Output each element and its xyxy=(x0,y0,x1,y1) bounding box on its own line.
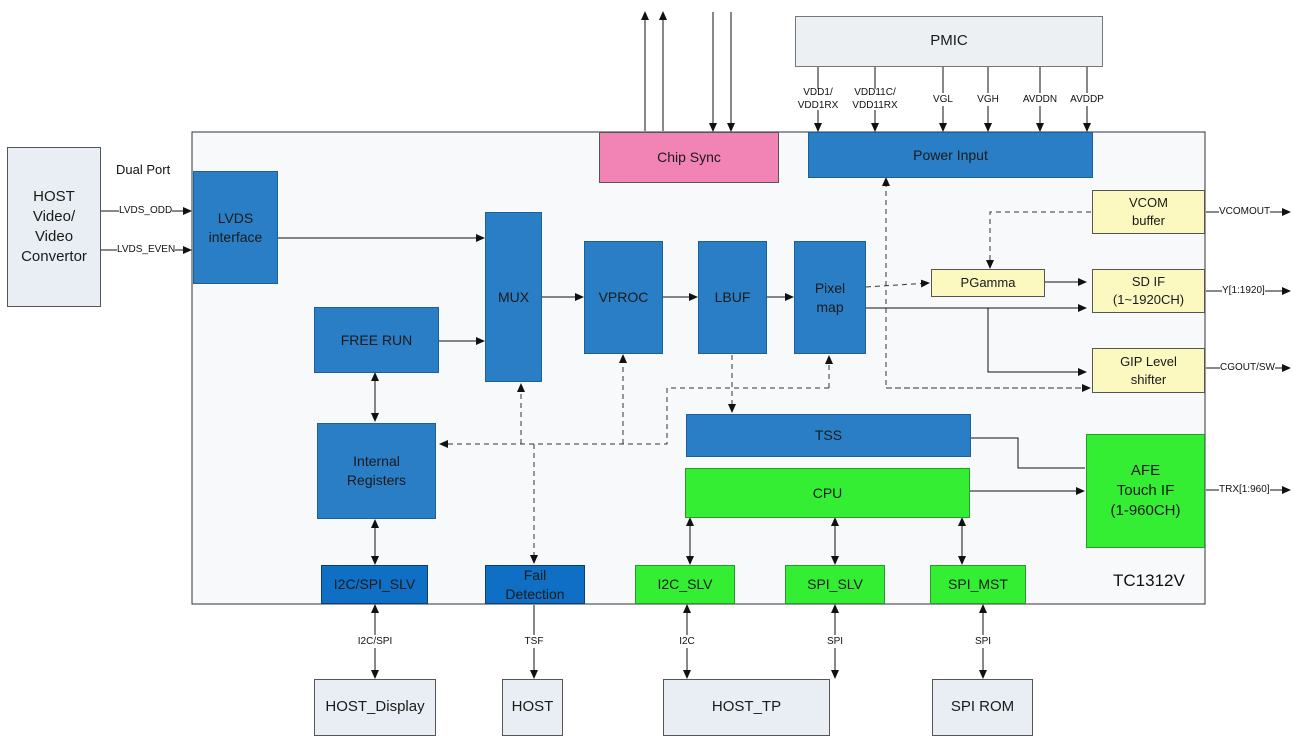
lvds-odd-label: LVDS_ODD xyxy=(119,204,173,217)
cpu-block: CPU xyxy=(685,468,970,518)
i2c-slv-block: I2C_SLV xyxy=(635,565,735,604)
fail-detection-block: Fail Detection xyxy=(485,565,585,604)
free-run-block: FREE RUN xyxy=(314,307,439,373)
spi-mst-block: SPI_MST xyxy=(930,565,1026,604)
pixelmap-to-pgamma-dashed xyxy=(865,279,930,288)
gip-level-shifter-block: GIP Level shifter xyxy=(1092,348,1205,393)
bus-spi-label-2: SPI xyxy=(972,635,994,648)
i2c-spi-slv-block: I2C/SPI_SLV xyxy=(321,565,428,604)
host-block: HOST xyxy=(502,679,563,736)
cgout-label: CGOUT/SW xyxy=(1220,361,1275,374)
rail-label-5: AVDDN xyxy=(1018,93,1062,106)
trx-label: TRX[1:960] xyxy=(1219,483,1270,496)
afe-touch-if-block: AFE Touch IF (1-960CH) xyxy=(1086,434,1205,548)
tss-to-afe-line xyxy=(970,437,1085,469)
chip-sync-block: Chip Sync xyxy=(599,132,779,183)
vproc-block: VPROC xyxy=(584,241,663,354)
bus-spi-label-1: SPI xyxy=(824,635,846,648)
dual-port-label: Dual Port xyxy=(116,162,171,177)
rail-label-1: VDD1/ VDD1RX xyxy=(797,87,839,111)
rail-label-4: VGH xyxy=(972,93,1004,106)
spi-rom-block: SPI ROM xyxy=(932,679,1033,736)
lvds-interface-block: LVDS interface xyxy=(193,171,278,284)
lvds-even-label: LVDS_EVEN xyxy=(117,243,176,256)
sd-if-block: SD IF (1~1920CH) xyxy=(1092,269,1205,313)
bus-i2c-spi-label: I2C/SPI xyxy=(353,635,397,648)
rail-label-6: AVDDP xyxy=(1065,93,1109,106)
control-to-registers-dashed xyxy=(439,387,829,448)
host-video-block: HOST Video/ Video Convertor xyxy=(7,147,101,307)
rail-label-3: VGL xyxy=(927,93,959,106)
pgamma-block: PGamma xyxy=(931,269,1045,297)
mux-block: MUX xyxy=(485,212,542,382)
power-input-block: Power Input xyxy=(808,132,1093,178)
spi-slv-block: SPI_SLV xyxy=(785,565,885,604)
vcom-buffer-block: VCOM buffer xyxy=(1092,190,1205,234)
internal-registers-block: Internal Registers xyxy=(317,423,436,519)
y-output-label: Y[1:1920] xyxy=(1222,284,1265,297)
chip-name-label: TC1312V xyxy=(1113,571,1185,590)
bus-tsf-label: TSF xyxy=(522,635,546,648)
vcomout-label: VCOMOUT xyxy=(1219,205,1271,218)
pixel-map-block: Pixel map xyxy=(794,241,866,354)
bus-i2c-label: I2C xyxy=(676,635,698,648)
host-display-block: HOST_Display xyxy=(314,679,436,736)
rail-label-2: VDD11C/ VDD11RX xyxy=(852,87,898,111)
tss-block: TSS xyxy=(686,414,971,457)
pmic-block: PMIC xyxy=(795,16,1103,67)
host-tp-block: HOST_TP xyxy=(663,679,830,736)
vcom-to-pgamma-dashed xyxy=(986,211,1091,269)
pixelmap-to-gip-arrow xyxy=(987,308,1087,376)
lbuf-block: LBUF xyxy=(698,241,767,354)
